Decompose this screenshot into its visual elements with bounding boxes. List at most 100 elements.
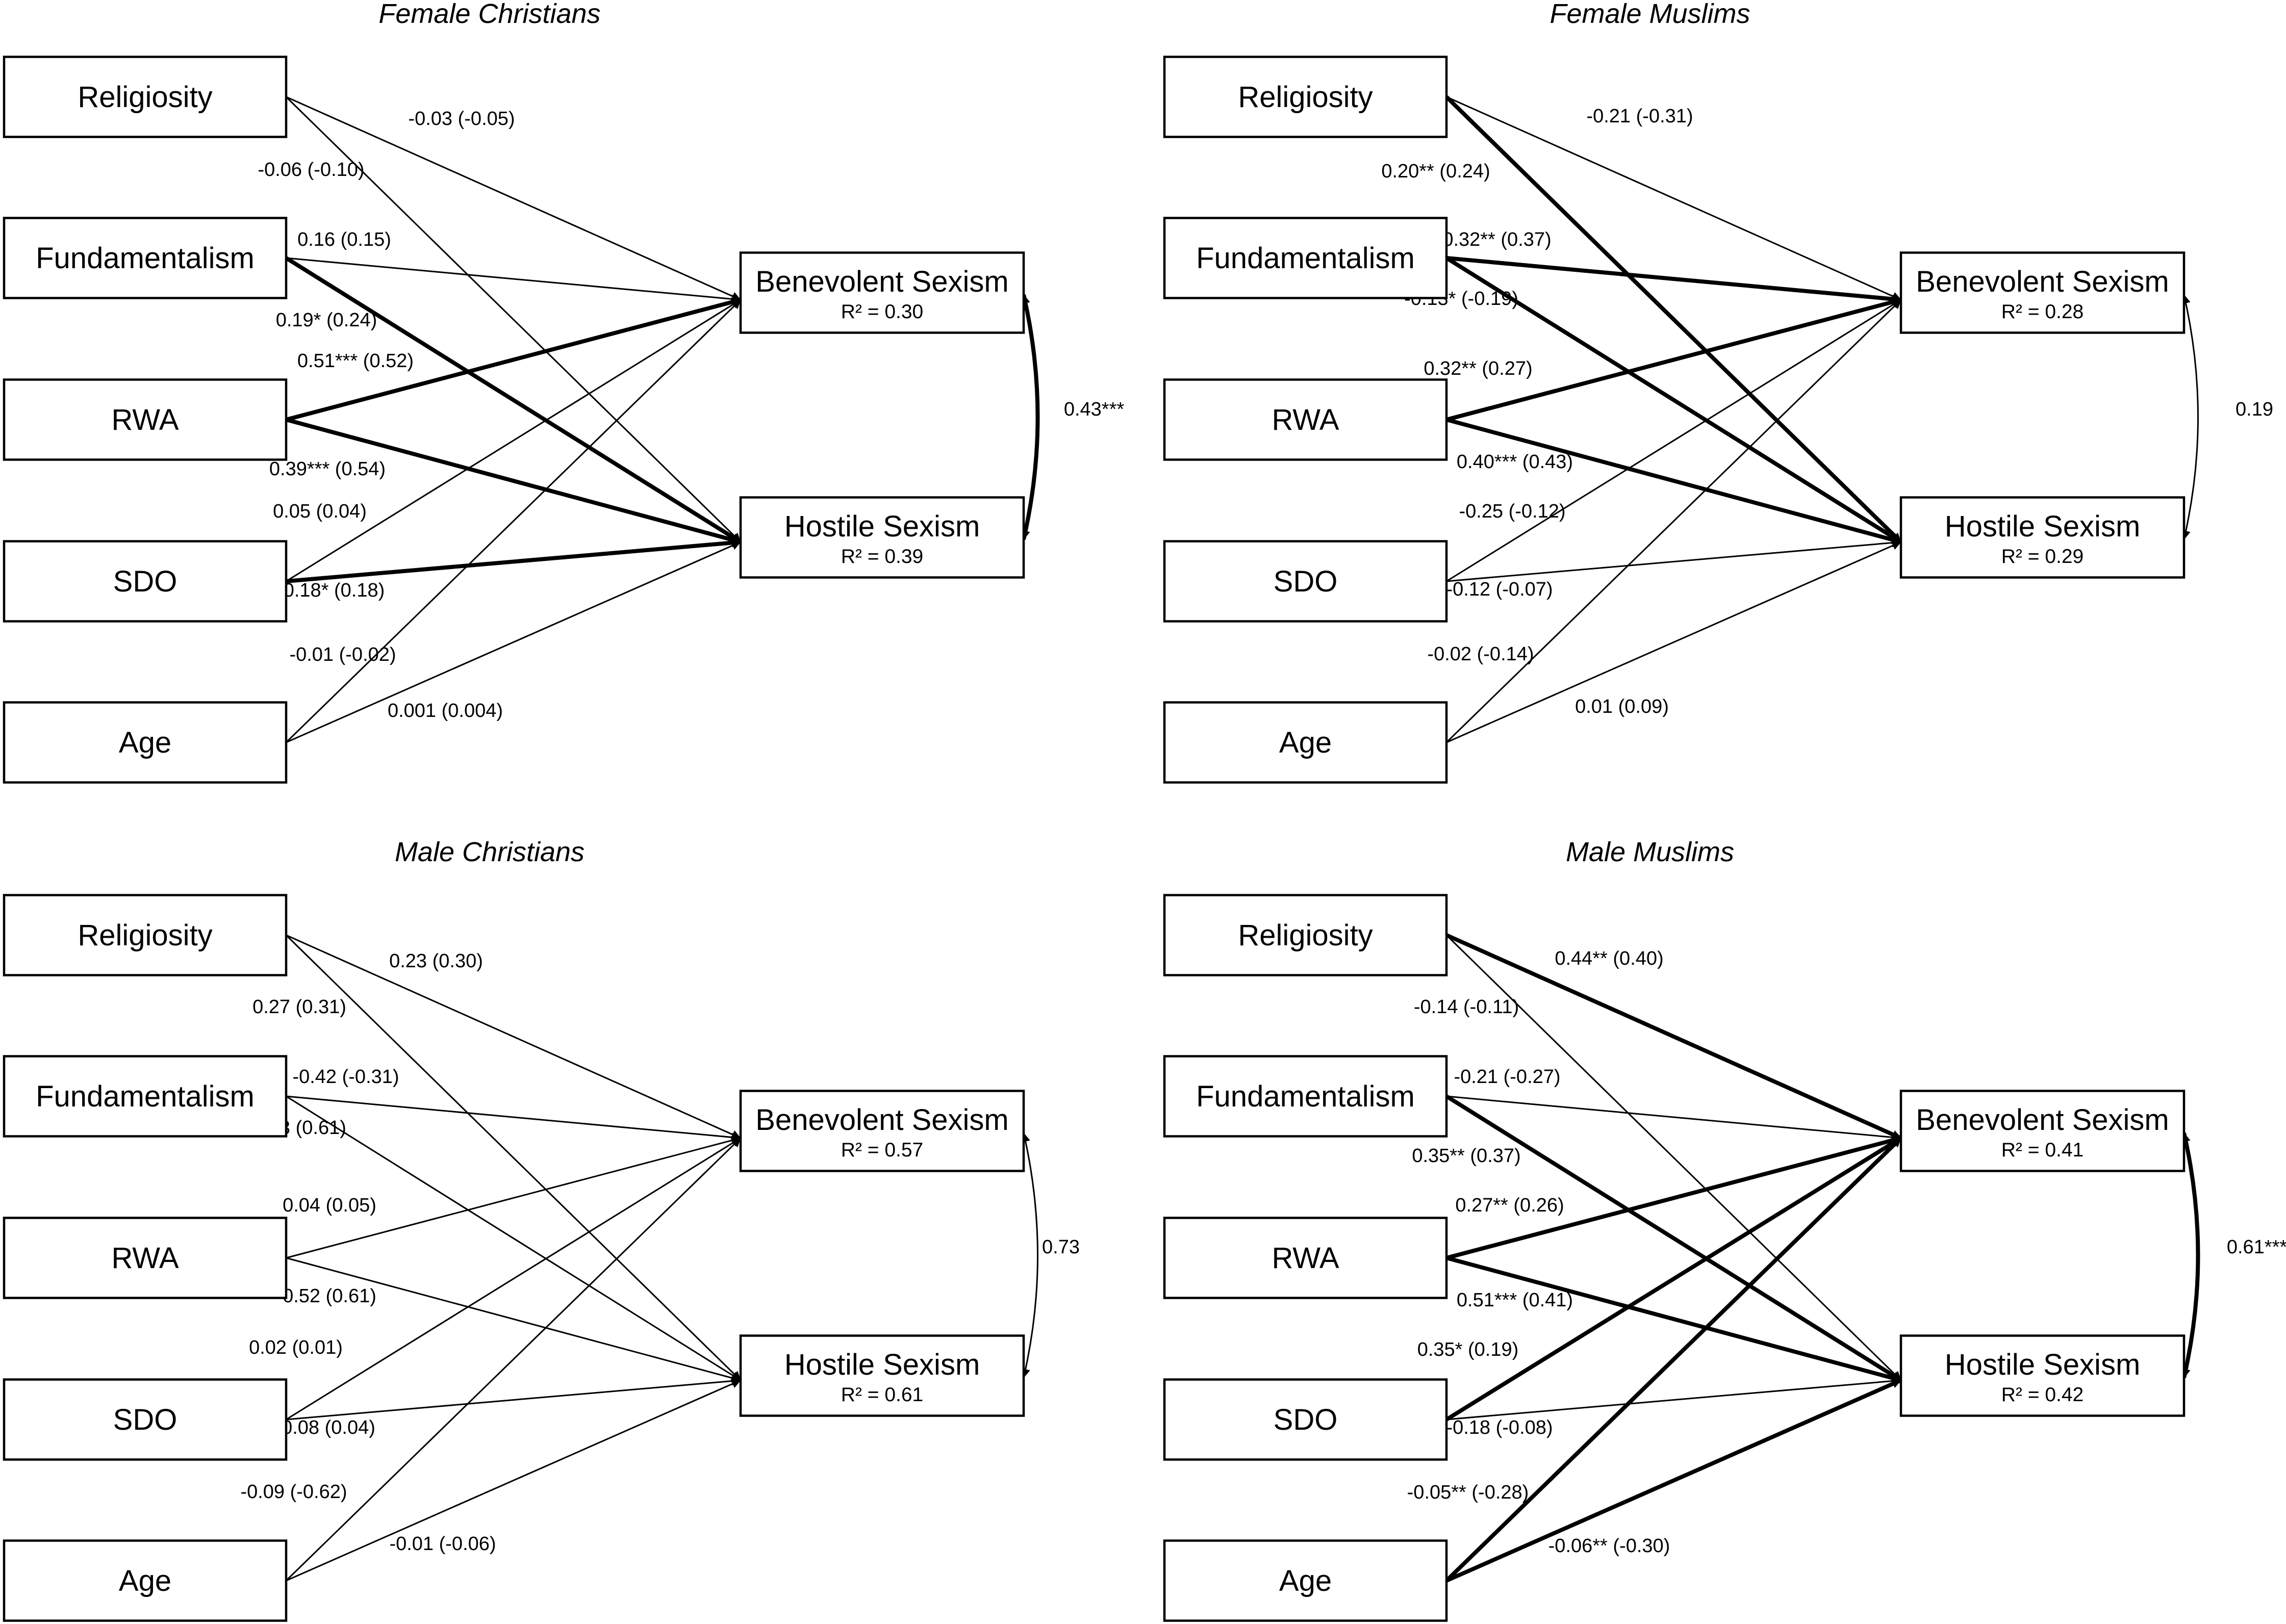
predictor-box-fundamentalism: Fundamentalism bbox=[1163, 217, 1448, 299]
path-rwa-to-hostile-sexism bbox=[1445, 418, 1902, 545]
path-coefficient-label: -0.14 (-0.11) bbox=[1414, 996, 1519, 1018]
predictor-label: RWA bbox=[1272, 1242, 1339, 1275]
path-coefficient-label: 0.51*** (0.52) bbox=[297, 350, 414, 372]
path-coefficient-label: 0.27 (0.31) bbox=[252, 996, 346, 1018]
path-fundamentalism-to-benevolent-sexism bbox=[286, 1095, 741, 1142]
path-religiosity-to-benevolent-sexism bbox=[1446, 96, 1901, 301]
r-squared-label: R² = 0.30 bbox=[841, 301, 924, 323]
path-coefficient-label: -0.06 (-0.10) bbox=[258, 159, 364, 181]
path-coefficient-label: -0.42 (-0.31) bbox=[292, 1066, 399, 1088]
predictor-label: Fundamentalism bbox=[36, 242, 255, 275]
covariance-arrow bbox=[1021, 1132, 1038, 1378]
r-squared-label: R² = 0.39 bbox=[841, 546, 924, 568]
path-age-to-hostile-sexism bbox=[286, 1379, 741, 1582]
path-religiosity-to-hostile-sexism bbox=[285, 96, 742, 543]
predictor-label: Religiosity bbox=[1238, 919, 1373, 952]
path-coefficient-label: 0.27** (0.26) bbox=[1455, 1195, 1564, 1216]
path-rwa-to-hostile-sexism bbox=[1445, 1256, 1902, 1383]
covariance-arrow bbox=[1021, 294, 1040, 540]
path-fundamentalism-to-benevolent-sexism bbox=[286, 257, 741, 304]
predictor-box-religiosity: Religiosity bbox=[1163, 56, 1448, 138]
path-coefficient-label: 0.16 (0.15) bbox=[297, 229, 391, 250]
path-coefficient-label: -0.06** (-0.30) bbox=[1548, 1535, 1670, 1557]
path-rwa-to-hostile-sexism bbox=[286, 1257, 741, 1383]
path-rwa-to-benevolent-sexism bbox=[1445, 297, 1902, 422]
path-coefficient-label: -0.18 (-0.08) bbox=[1446, 1417, 1553, 1438]
outcome-label: Benevolent Sexism bbox=[1916, 1103, 2169, 1137]
r-squared-label: R² = 0.28 bbox=[2001, 301, 2084, 323]
path-age-to-benevolent-sexism bbox=[285, 299, 742, 743]
path-religiosity-to-hostile-sexism bbox=[1445, 95, 1902, 544]
path-coefficient-label: 0.32** (0.27) bbox=[1424, 358, 1532, 379]
predictor-label: SDO bbox=[113, 565, 177, 598]
predictor-box-rwa: RWA bbox=[1163, 378, 1448, 461]
panel-title: Female Muslims bbox=[1550, 0, 1750, 29]
predictor-box-rwa: RWA bbox=[1163, 1217, 1448, 1299]
covariance-label: 0.19 bbox=[2236, 399, 2273, 420]
path-coefficient-label: -0.03 (-0.05) bbox=[408, 108, 515, 130]
path-fundamentalism-to-hostile-sexism bbox=[285, 256, 742, 544]
path-fundamentalism-to-benevolent-sexism bbox=[1446, 256, 1901, 304]
r-squared-label: R² = 0.41 bbox=[2001, 1139, 2084, 1161]
r-squared-label: R² = 0.61 bbox=[841, 1384, 924, 1406]
predictor-label: Age bbox=[119, 726, 171, 759]
path-age-to-benevolent-sexism bbox=[1445, 1137, 1902, 1582]
path-sdo-to-benevolent-sexism bbox=[286, 1137, 741, 1421]
path-sdo-to-hostile-sexism bbox=[286, 538, 741, 583]
path-religiosity-to-benevolent-sexism bbox=[286, 96, 741, 301]
path-coefficient-label: 0.18* (0.18) bbox=[284, 580, 385, 601]
r-squared-label: R² = 0.57 bbox=[841, 1139, 924, 1161]
panel-female-christians: Female Christians-0.03 (-0.05)-0.06 (-0.… bbox=[3, 0, 1124, 784]
path-coefficient-label: -0.01 (-0.02) bbox=[289, 644, 396, 665]
path-sdo-to-hostile-sexism bbox=[286, 1376, 741, 1421]
path-coefficient-label: 0.35** (0.37) bbox=[1412, 1145, 1520, 1167]
path-religiosity-to-benevolent-sexism bbox=[286, 934, 741, 1139]
path-rwa-to-benevolent-sexism bbox=[286, 1136, 741, 1259]
path-rwa-to-benevolent-sexism bbox=[285, 297, 742, 422]
path-sdo-to-benevolent-sexism bbox=[1445, 1136, 1902, 1422]
predictor-box-religiosity: Religiosity bbox=[3, 894, 288, 976]
outcome-label: Benevolent Sexism bbox=[755, 265, 1008, 298]
predictor-label: Religiosity bbox=[78, 919, 212, 952]
path-coefficient-label: 0.01 (0.09) bbox=[1575, 696, 1669, 717]
predictor-box-fundamentalism: Fundamentalism bbox=[3, 1055, 288, 1138]
path-age-to-benevolent-sexism bbox=[1445, 299, 1902, 743]
path-coefficient-label: -0.25 (-0.12) bbox=[1459, 501, 1565, 522]
outcome-label: Hostile Sexism bbox=[1945, 510, 2141, 543]
path-coefficient-label: 0.35* (0.19) bbox=[1417, 1339, 1519, 1360]
panel-title: Male Muslims bbox=[1566, 837, 1734, 867]
predictor-box-religiosity: Religiosity bbox=[1163, 894, 1448, 976]
path-age-to-hostile-sexism bbox=[1446, 541, 1901, 743]
panel-male-christians: Male Christians 0.23 (0.30) 0.27 (0.31) -0.… bbox=[3, 837, 1080, 1622]
path-coefficient-label: -0.12 (-0.07) bbox=[1446, 579, 1553, 600]
path-rwa-to-benevolent-sexism bbox=[1445, 1136, 1902, 1260]
path-religiosity-to-hostile-sexism bbox=[1445, 934, 1902, 1381]
predictor-box-age: Age bbox=[1163, 1539, 1448, 1622]
path-coefficient-label: 0.40*** (0.43) bbox=[1457, 451, 1573, 473]
path-age-to-benevolent-sexism bbox=[285, 1137, 742, 1582]
path-sdo-to-hostile-sexism bbox=[1446, 1376, 1901, 1421]
path-fundamentalism-to-hostile-sexism bbox=[286, 1095, 741, 1381]
r-squared-label: R² = 0.42 bbox=[2001, 1384, 2084, 1406]
path-coefficient-label: -0.05** (-0.28) bbox=[1407, 1482, 1529, 1503]
predictor-box-age: Age bbox=[3, 701, 288, 784]
path-age-to-hostile-sexism bbox=[286, 541, 741, 743]
predictor-box-fundamentalism: Fundamentalism bbox=[3, 217, 288, 299]
path-coefficient-label: -0.02 (-0.14) bbox=[1427, 643, 1534, 665]
path-coefficient-label: 0.20** (0.24) bbox=[1381, 161, 1490, 182]
path-coefficient-label: 0.44** (0.40) bbox=[1555, 948, 1663, 969]
path-coefficient-label: 0.23 (0.30) bbox=[389, 950, 483, 972]
predictor-label: Religiosity bbox=[1238, 81, 1373, 114]
path-coefficient-label: 0.001 (0.004) bbox=[388, 700, 503, 721]
predictor-label: Fundamentalism bbox=[36, 1080, 255, 1113]
outcome-label: Hostile Sexism bbox=[784, 510, 980, 543]
path-rwa-to-hostile-sexism bbox=[285, 418, 742, 545]
path-coefficient-label: 0.19* (0.24) bbox=[276, 310, 377, 331]
path-religiosity-to-hostile-sexism bbox=[285, 934, 742, 1381]
path-age-to-hostile-sexism bbox=[1445, 1378, 1902, 1583]
panel-title: Male Christians bbox=[395, 837, 585, 867]
predictor-label: SDO bbox=[113, 1403, 177, 1436]
